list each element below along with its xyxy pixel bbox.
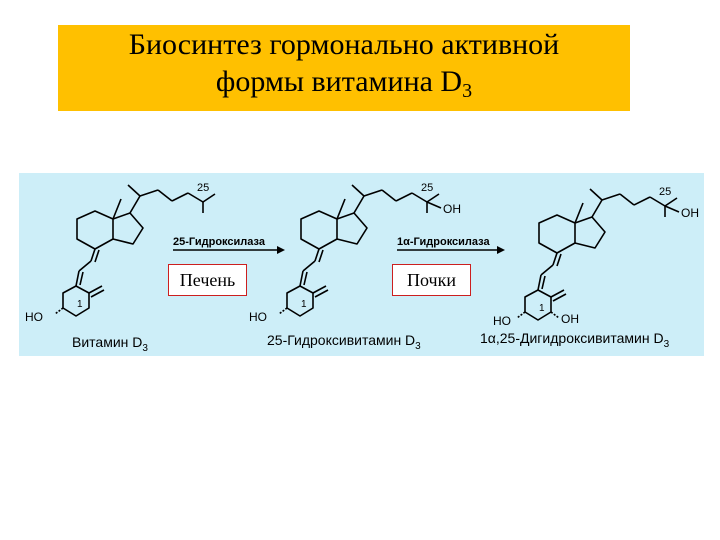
ho-label-2: HO	[249, 310, 267, 324]
c25-label-2: 25	[421, 182, 433, 194]
c1-label-3: 1	[539, 303, 545, 314]
enzyme-label-2: 1α-Гидроксилаза	[397, 236, 490, 248]
ho-label-1: HO	[25, 310, 43, 324]
reaction-arrow-2	[397, 246, 505, 254]
title-subscript: 3	[462, 80, 473, 102]
title-banner: Биосинтез гормонально активной формы вит…	[58, 25, 630, 111]
enzyme-label-1: 25-Гидроксилаза	[173, 236, 266, 248]
ho-label-3: HO	[493, 314, 511, 328]
biosynthesis-scheme: HO 25 1 HO OH 25 1 HO OH OH 25 1	[19, 173, 704, 356]
c25-label-1: 25	[197, 182, 209, 194]
title-line-1: Биосинтез гормонально активной	[128, 28, 560, 61]
organ-box-liver: Печень	[168, 264, 247, 296]
hydroxyvitamin-d3-structure: HO OH 25 1	[249, 182, 461, 324]
compound-name-1: Витамин D3	[72, 334, 148, 354]
organ-box-kidneys: Почки	[392, 264, 471, 296]
compound-name-3: 1α,25-Дигидроксивитамин D3	[480, 330, 670, 350]
title-line-2: формы витамина D3	[216, 63, 472, 110]
oh-label-2: OH	[443, 202, 461, 216]
title-line-2-text: формы витамина D	[215, 65, 463, 98]
oh-label-3b: OH	[681, 206, 699, 220]
vitamin-d3-structure: HO 25 1	[25, 182, 216, 324]
compound-name-2: 25-Гидроксивитамин D3	[267, 332, 421, 352]
scheme-drawing: HO 25 1 HO OH 25 1 HO OH OH 25 1	[25, 182, 699, 354]
oh-label-3a: OH	[561, 312, 579, 326]
dihydroxyvitamin-d3-structure: HO OH OH 25 1	[493, 186, 699, 328]
c1-label-1: 1	[77, 299, 83, 310]
reaction-arrow-1	[173, 246, 285, 254]
c25-label-3: 25	[659, 186, 671, 198]
c1-label-2: 1	[301, 299, 307, 310]
